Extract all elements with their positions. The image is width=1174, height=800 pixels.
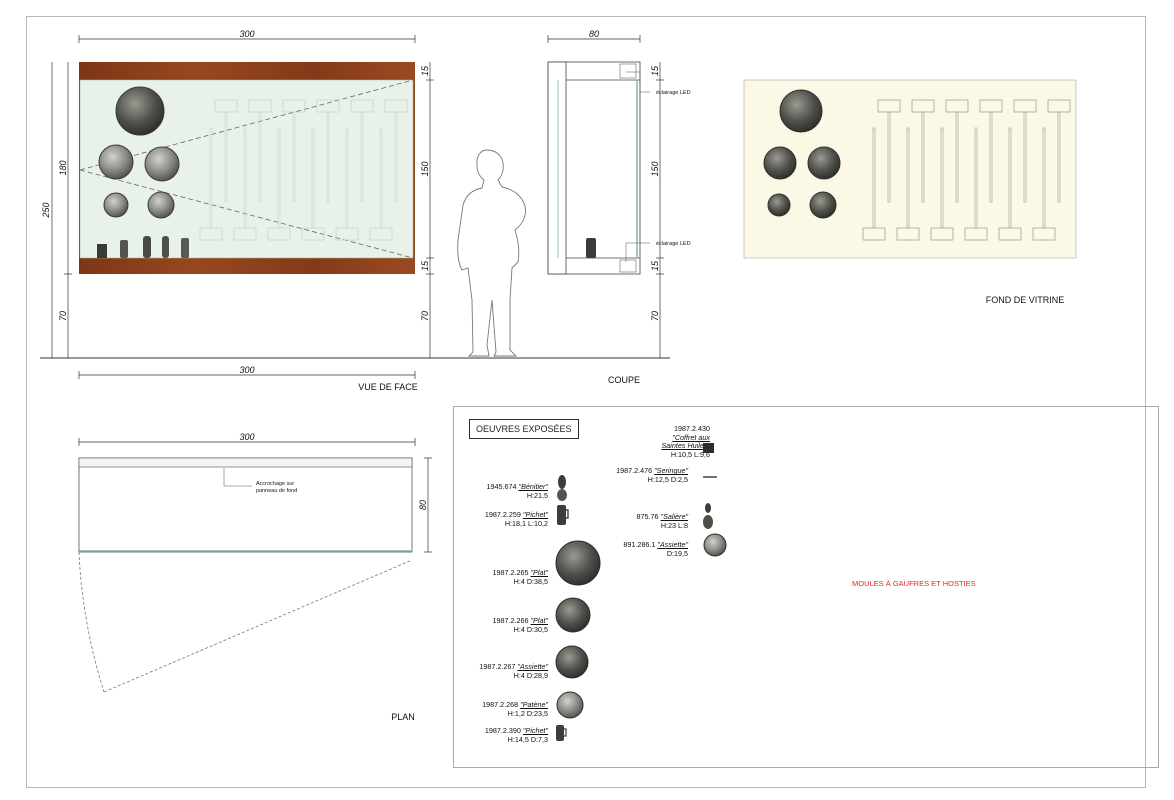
plat-medium <box>98 144 134 180</box>
pichet-2 <box>181 238 189 258</box>
icon-benitier <box>557 475 567 501</box>
patene <box>103 192 129 218</box>
plan-view <box>78 438 432 693</box>
label-plan-view: PLAN <box>391 712 415 722</box>
label-section-view: COUPE <box>608 375 640 385</box>
saliere <box>162 236 169 258</box>
benitier <box>143 236 151 258</box>
plan-back-panel <box>78 457 413 468</box>
icon-patene <box>556 691 584 719</box>
led-box-top <box>619 63 637 79</box>
coffret <box>97 244 107 258</box>
icon-pichet-2 <box>556 725 567 741</box>
back-plat-medium <box>763 146 797 180</box>
dim-section-width: 80 <box>589 29 599 39</box>
perspective-line-top <box>79 79 414 171</box>
human-figure <box>457 149 526 357</box>
dim-section-top: 15 <box>650 65 660 76</box>
dim-plan-width: 300 <box>239 432 254 442</box>
item-patene: 1987.2.268 "Patène" H:1,2 D:23,5 <box>482 700 548 718</box>
object-section <box>586 238 596 258</box>
dim-case-height: 180 <box>58 160 68 175</box>
icon-pichet-1 <box>557 505 569 525</box>
back-mould-group <box>862 99 1071 241</box>
exhibited-works-panel: OEUVRES EXPOSÉES 1945.674 "Bénitier" H:2… <box>453 406 1159 768</box>
dim-total-height: 250 <box>41 202 51 218</box>
back-patene <box>767 193 791 217</box>
plan-outline <box>78 457 413 553</box>
dim-right-middle: 150 <box>420 161 430 176</box>
item-plat-2: 1987.2.266 "Plat" H:4 D:30,5 <box>492 616 548 634</box>
icon-assiette-2 <box>703 533 727 557</box>
led-box-bottom <box>619 259 637 273</box>
item-seringue: 1987.2.476 "Seringue" H:12,5 D:2,5 <box>616 466 688 484</box>
item-pichet-1: 1987.2.259 "Pichet" H:18,1 L:10,2 <box>484 510 548 528</box>
door-arc <box>78 551 105 693</box>
back-assiette <box>807 146 841 180</box>
legend-title: OEUVRES EXPOSÉES <box>469 419 579 439</box>
item-plat-1: 1987.2.265 "Plat" H:4 D:38,5 <box>492 568 548 586</box>
door-swing-line <box>103 559 413 693</box>
item-pichet-2: 1987.2.390 "Pichet" H:14,5 D:7,3 <box>484 726 548 744</box>
dim-right-base: 70 <box>420 311 430 321</box>
dim-section-bottom: 15 <box>650 260 660 271</box>
label-hanging-1: Accrochage sur <box>256 481 294 487</box>
icon-saliere <box>703 503 713 529</box>
perspective-line-bottom <box>79 169 414 259</box>
dim-right-top: 15 <box>420 65 430 76</box>
icon-plat-2 <box>555 597 591 633</box>
icon-plat-1 <box>555 540 601 586</box>
waffle-mould-group <box>199 99 408 241</box>
icon-assiette-1 <box>555 645 589 679</box>
pichet-1 <box>120 240 128 258</box>
small-assiette <box>147 191 175 219</box>
dim-front-width-bottom: 300 <box>239 365 254 375</box>
dim-section-base: 70 <box>650 311 660 321</box>
plat-large <box>115 86 165 136</box>
label-back-view: FOND DE VITRINE <box>986 295 1065 305</box>
back-panel-view <box>743 79 1077 259</box>
dim-front-width-top: 300 <box>239 29 254 39</box>
label-front-view: VUE DE FACE <box>358 382 418 392</box>
dim-front-base: 70 <box>58 311 68 321</box>
icon-coffret <box>703 443 714 453</box>
dim-section-middle: 150 <box>650 161 660 176</box>
back-small-assiette <box>809 191 837 219</box>
label-led-top: éclairage LED <box>656 90 691 96</box>
item-benitier: 1945.674 "Bénitier" H:21,5 <box>486 482 548 500</box>
item-saliere: 875.76 "Salière" H:23 L:8 <box>636 512 688 530</box>
section-view <box>547 61 641 275</box>
item-assiette-2: 891.286.1 "Assiette" D:19,5 <box>623 540 688 558</box>
back-plat-large <box>779 89 823 133</box>
dim-right-bottom: 15 <box>420 260 430 271</box>
back-panel-section <box>547 61 567 275</box>
item-coffret: 1987.2.430 "Coffret aux Saintes Huiles" … <box>661 424 711 459</box>
label-hanging-2: panneau de fond <box>256 488 297 494</box>
waffle-mould-note: MOULES À GAUFRES ET HOSTIES <box>852 579 976 588</box>
label-led-bottom: éclairage LED <box>656 241 691 247</box>
front-view <box>79 62 415 274</box>
item-assiette-1: 1987.2.267 "Assiette" H:4 D:28,9 <box>479 662 548 680</box>
icon-seringue <box>703 476 717 478</box>
drawing-frame <box>26 16 1146 788</box>
dim-plan-depth: 80 <box>418 500 428 510</box>
assiette <box>144 146 180 182</box>
